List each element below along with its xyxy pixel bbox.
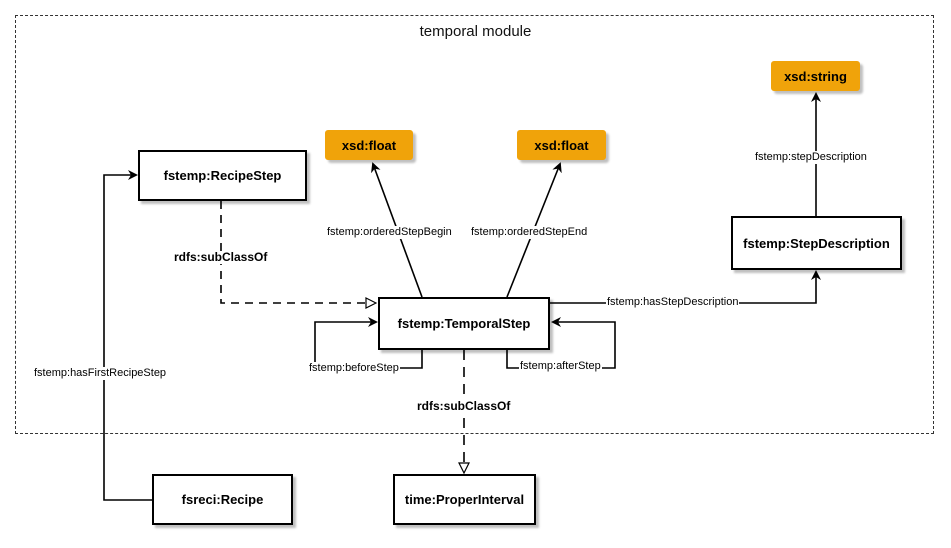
edge-subclass-recipe-step: [220, 201, 375, 303]
node-recipe[interactable]: fsreci:Recipe: [152, 474, 293, 525]
node-string[interactable]: xsd:string: [771, 61, 860, 91]
label-has-step-description: fstemp:hasStepDescription: [606, 296, 740, 309]
label-subclass-recipe-step: rdfs:subClassOf: [173, 250, 269, 264]
edge-has-first-recipe-step: [103, 170, 152, 501]
module-title: temporal module: [419, 23, 532, 40]
node-float-end[interactable]: xsd:float: [517, 130, 606, 160]
label-before-step: fstemp:beforeStep: [308, 362, 400, 375]
label-has-first-recipe-step: fstemp:hasFirstRecipeStep: [33, 367, 168, 380]
temporal-module-frame: [15, 15, 934, 434]
label-step-description: fstemp:stepDescription: [754, 151, 868, 164]
label-subclass-proper-interval: rdfs:subClassOf: [416, 399, 512, 413]
node-float-begin[interactable]: xsd:float: [325, 130, 413, 160]
label-after-step: fstemp:afterStep: [519, 360, 602, 373]
node-temporal-step[interactable]: fstemp:TemporalStep: [378, 297, 550, 350]
label-ordered-step-end: fstemp:orderedStepEnd: [470, 226, 589, 239]
node-recipe-step[interactable]: fstemp:RecipeStep: [138, 150, 307, 201]
node-step-description[interactable]: fstemp:StepDescription: [731, 216, 902, 270]
edge-after-step: [506, 317, 616, 369]
label-ordered-step-begin: fstemp:orderedStepBegin: [326, 226, 453, 239]
node-proper-interval[interactable]: time:ProperInterval: [393, 474, 536, 525]
